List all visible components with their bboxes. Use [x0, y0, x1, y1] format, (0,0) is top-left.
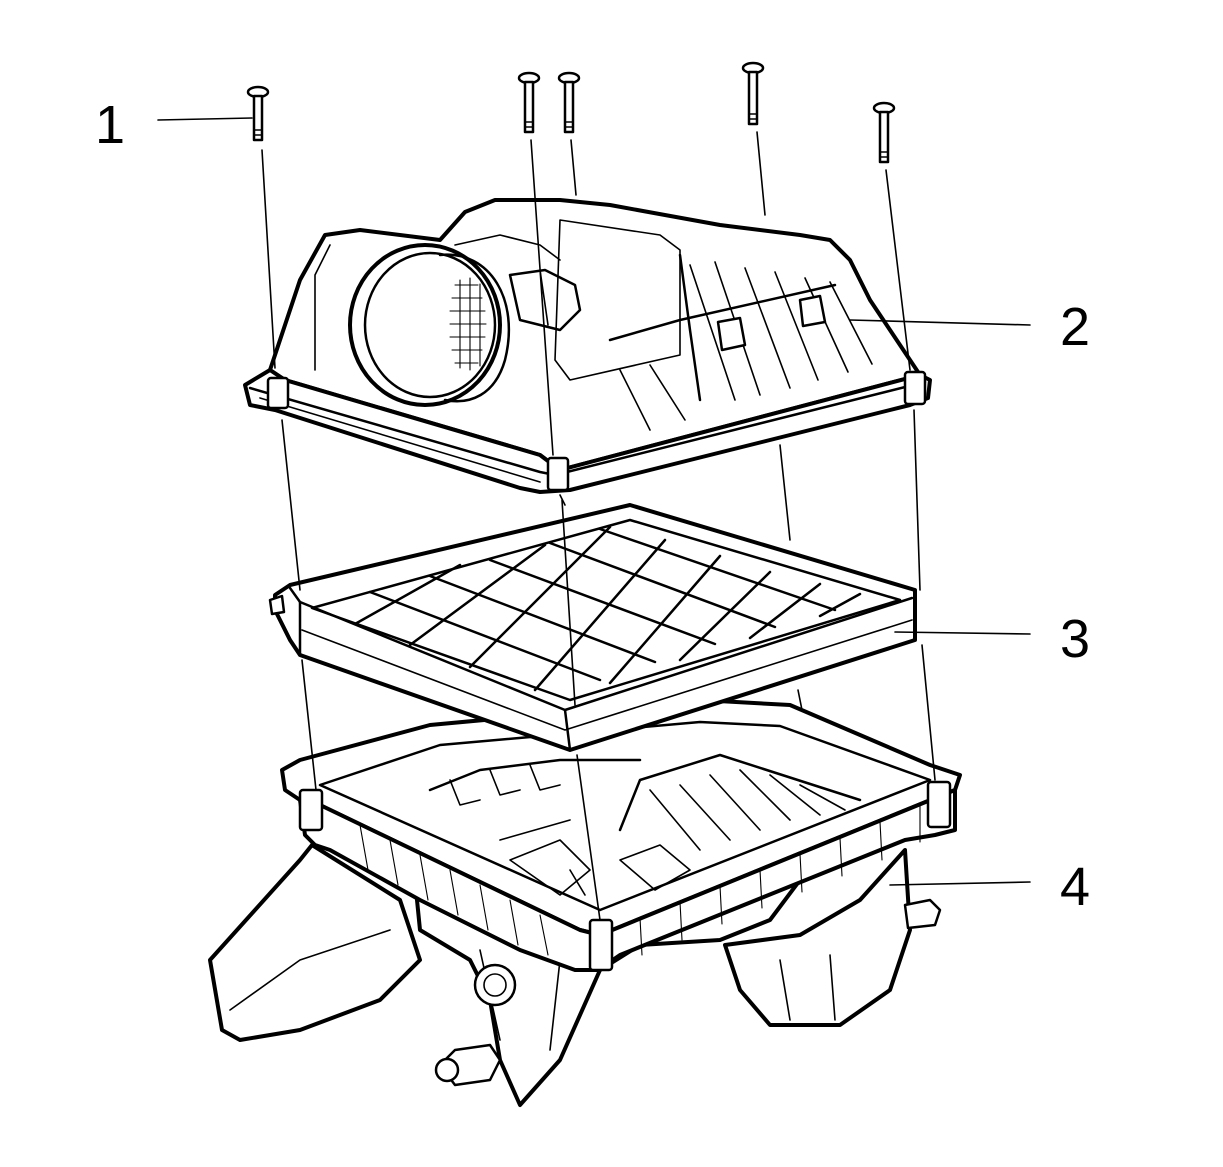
- callout-2: 2: [1060, 297, 1090, 357]
- lower-housing: [208, 698, 962, 1107]
- callout-leader-4: [889, 881, 1031, 886]
- callout-leader-1: [157, 117, 253, 121]
- callout-4: 4: [1060, 857, 1090, 917]
- callouts: 1 2 3 4: [95, 95, 1090, 917]
- screws: [246, 61, 936, 921]
- upper-housing: [243, 198, 932, 494]
- screw: [872, 101, 896, 164]
- callout-leader-2: [849, 319, 1031, 326]
- screw: [517, 71, 541, 134]
- guide-lines: [261, 131, 936, 921]
- screw: [741, 61, 765, 126]
- screw: [557, 71, 581, 134]
- filter-element: [268, 503, 917, 752]
- callout-leader-3: [894, 631, 1031, 635]
- callout-3: 3: [1060, 609, 1090, 669]
- callout-1: 1: [95, 95, 125, 155]
- screw: [246, 85, 270, 142]
